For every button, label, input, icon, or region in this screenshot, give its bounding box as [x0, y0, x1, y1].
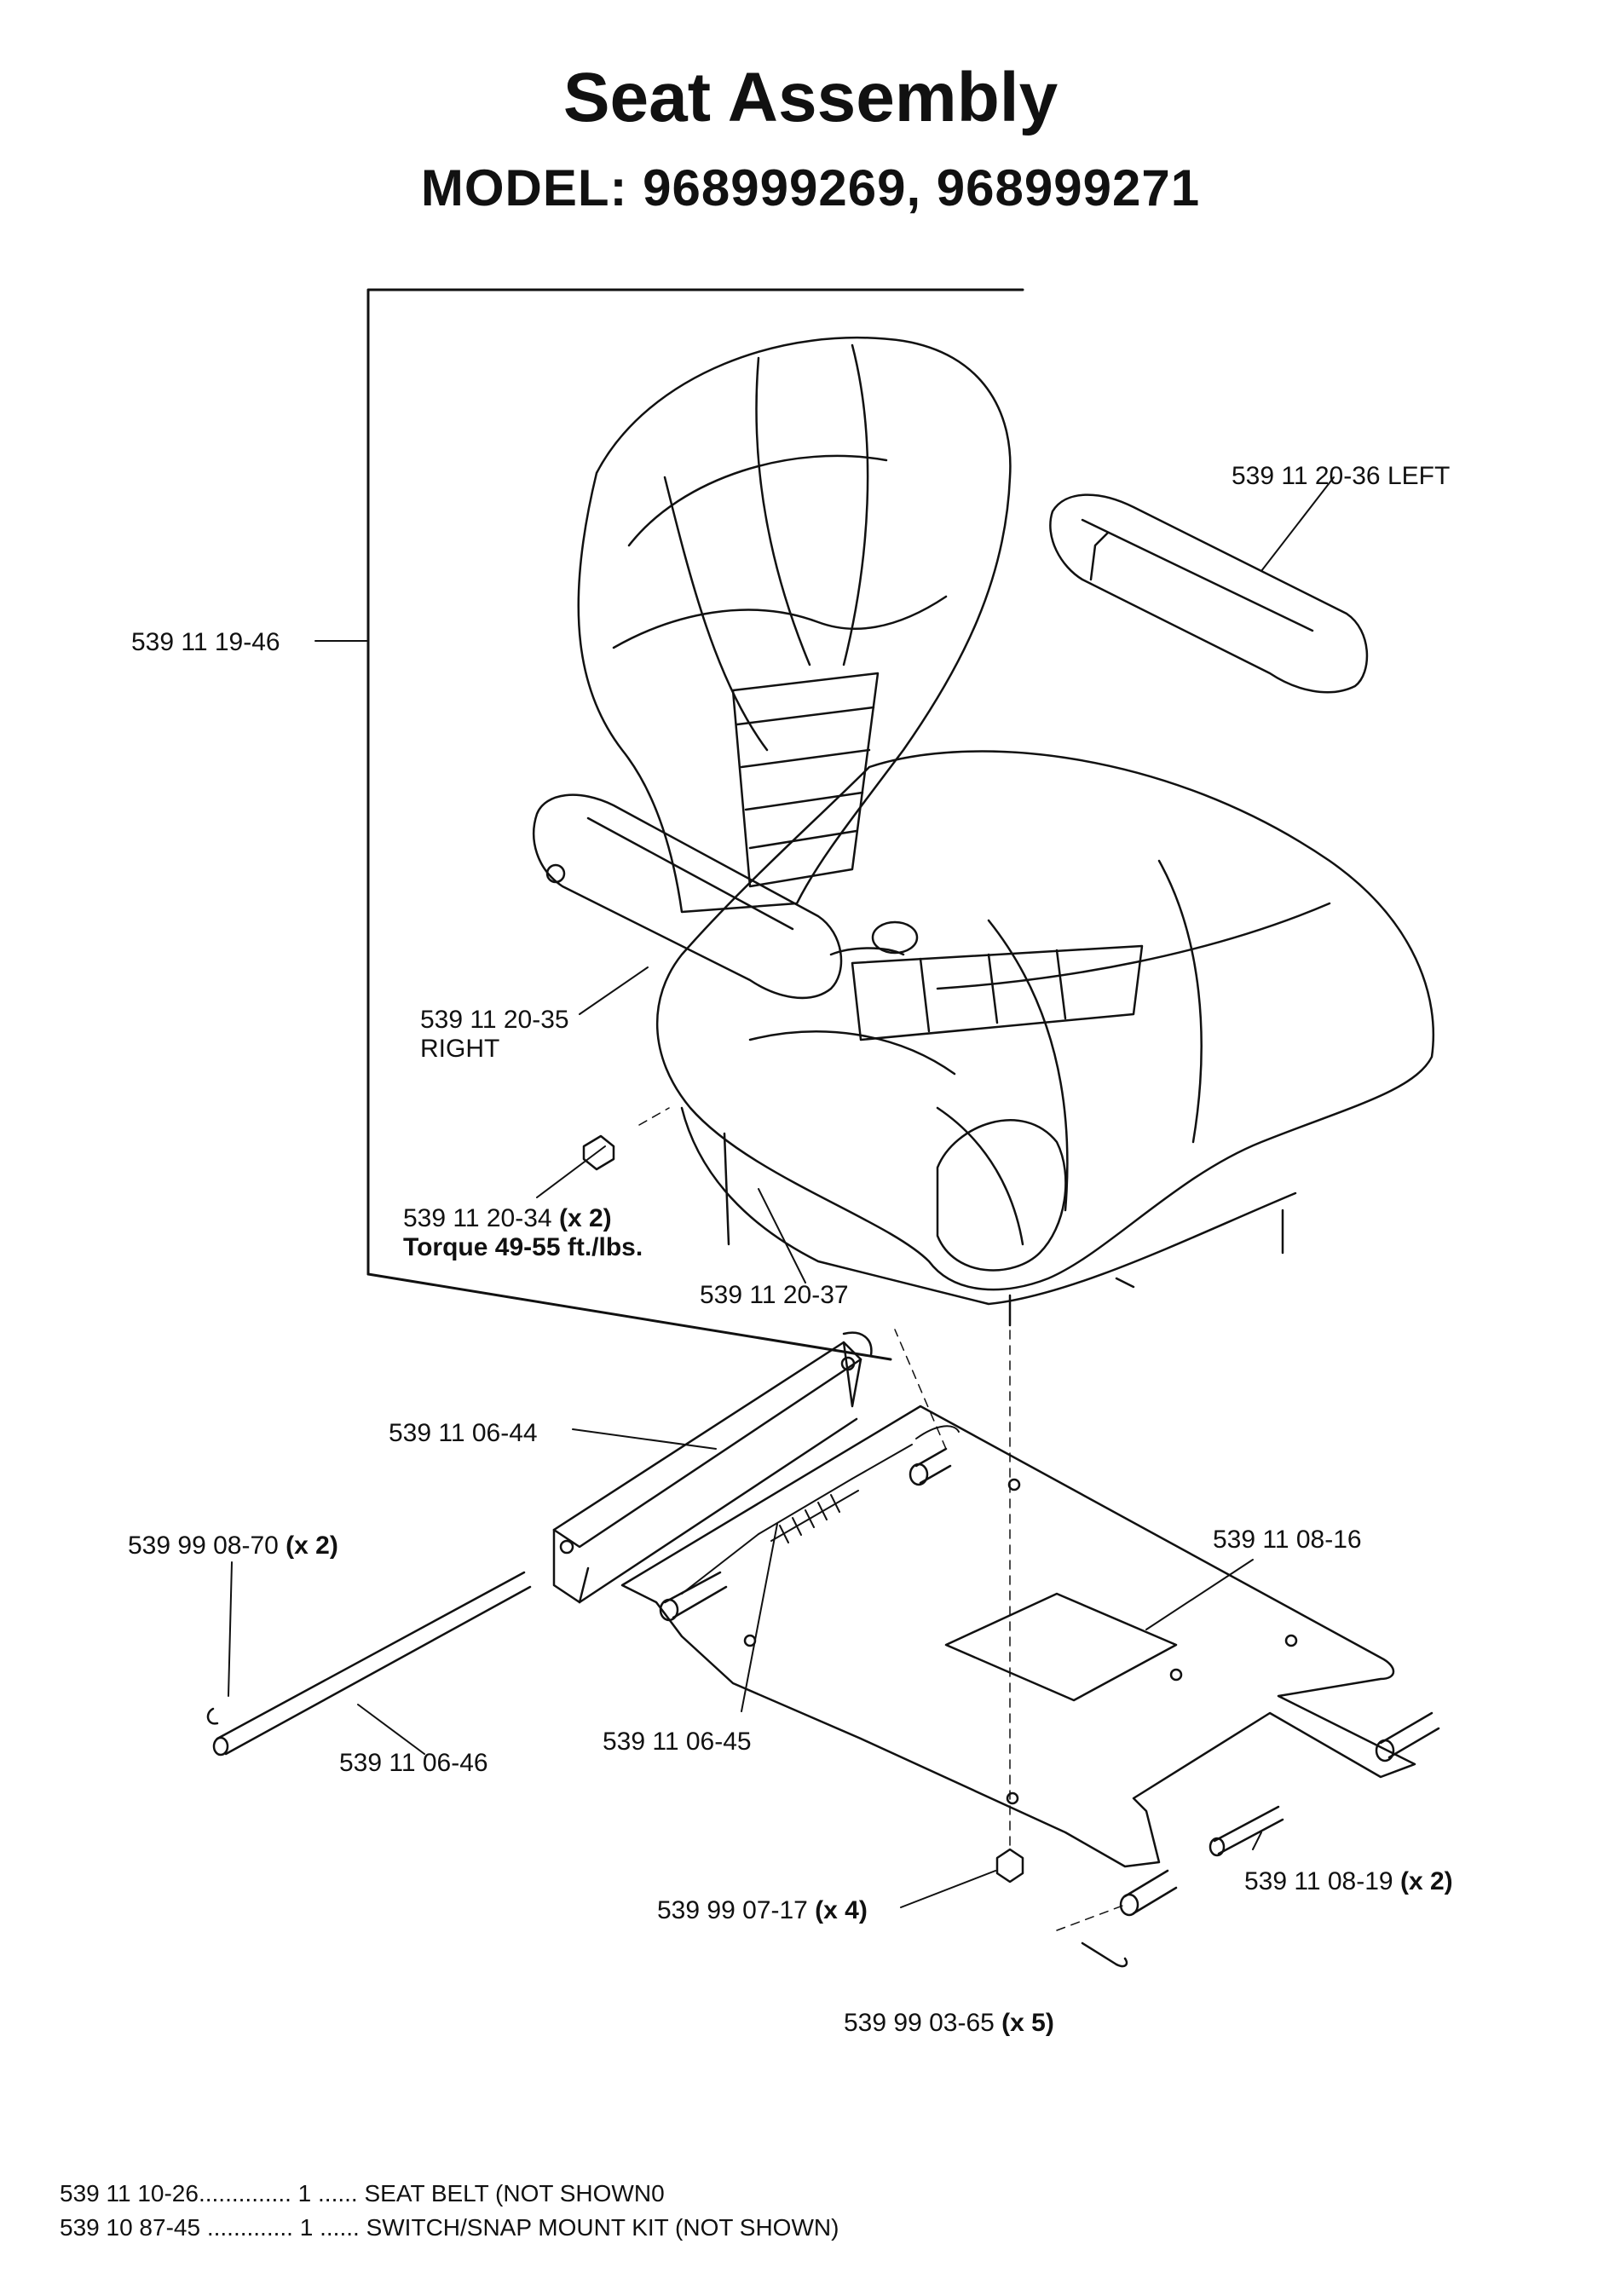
callout-spring: 539 11 06-45	[603, 1728, 752, 1756]
callout-nut: 539 99 07-17 (x 4)	[657, 1896, 868, 1925]
callout-part-number: 539 11 20-36	[1232, 462, 1381, 490]
callout-seat-plate: 539 11 08-16	[1213, 1526, 1362, 1554]
torque-note: Torque 49-55 ft./lbs.	[403, 1233, 643, 1261]
pin-and-clip	[1081, 1805, 1284, 1968]
seat-illustration	[533, 336, 1435, 1327]
callout-part-number: 539 11 20-35	[420, 1006, 569, 1034]
part-qty: 1	[299, 2214, 314, 2241]
callout-seat-base: 539 11 20-37	[700, 1281, 849, 1309]
part-qty: 1	[297, 2180, 312, 2207]
parts-list-row: 539 10 87-45 ............. 1 ...... SWIT…	[60, 2214, 839, 2248]
callout-part-number: 539 99 03-65	[844, 2009, 995, 2037]
pivot-rod	[206, 1571, 532, 1757]
callout-cotter-pin: 539 99 03-65 (x 5)	[844, 2009, 1054, 2038]
parts-list-row: 539 11 10-26.............. 1 ...... SEAT…	[60, 2180, 839, 2214]
assembly-bracket	[366, 288, 1024, 1361]
part-description: SWITCH/SNAP MOUNT KIT (NOT SHOWN)	[366, 2214, 839, 2241]
callout-left-armrest: 539 11 20-36 LEFT	[1232, 462, 1450, 491]
part-number: 539 10 87-45	[60, 2214, 201, 2241]
seat-plate	[620, 1405, 1440, 1917]
callout-qty: (x 5)	[1001, 2009, 1054, 2037]
hex-nut	[995, 1848, 1024, 1884]
callout-seat: 539 11 19-46	[131, 628, 280, 656]
callout-part-number: 539 11 08-19	[1244, 1867, 1393, 1895]
leader-dots: ..............	[198, 2180, 291, 2207]
leader-dots: .............	[200, 2214, 293, 2241]
callout-right-armrest: 539 11 20-35 RIGHT	[420, 1006, 569, 1064]
callout-part-number: 539 99 08-70	[128, 1532, 279, 1560]
callout-side: RIGHT	[420, 1035, 500, 1063]
page-title: Seat Assembly	[562, 59, 1059, 136]
callout-bolt: 539 11 20-34 (x 2) Torque 49-55 ft./lbs.	[403, 1204, 643, 1262]
model-numbers: MODEL: 968999269, 968999271	[420, 159, 1201, 216]
callout-rail-bracket: 539 11 06-44	[389, 1419, 538, 1447]
callout-part-number: 539 11 20-34	[403, 1204, 552, 1232]
leader-dots: ......	[318, 2180, 358, 2207]
callout-part-number: 539 99 07-17	[657, 1896, 808, 1924]
leader-lines	[228, 476, 1335, 1908]
alignment-lines	[638, 1107, 1126, 1931]
callout-side: LEFT	[1380, 462, 1451, 490]
return-spring	[681, 1425, 960, 1595]
parts-list: 539 11 10-26.............. 1 ...... SEAT…	[60, 2180, 839, 2248]
callout-qty: (x 4)	[815, 1896, 868, 1924]
mounting-bolt	[582, 1134, 615, 1171]
part-number: 539 11 10-26	[60, 2180, 199, 2207]
callout-pin: 539 11 08-19 (x 2)	[1244, 1867, 1453, 1896]
callout-qty: (x 2)	[558, 1204, 612, 1232]
callout-qty: (x 2)	[1399, 1867, 1453, 1895]
callout-pivot-rod: 539 11 06-46	[339, 1749, 488, 1777]
callout-clip: 539 99 08-70 (x 2)	[128, 1532, 338, 1560]
part-description: SEAT BELT (NOT SHOWN0	[364, 2180, 665, 2207]
seat-rail-bracket	[552, 1331, 873, 1604]
callout-qty: (x 2)	[286, 1532, 338, 1560]
leader-dots: ......	[320, 2214, 360, 2241]
